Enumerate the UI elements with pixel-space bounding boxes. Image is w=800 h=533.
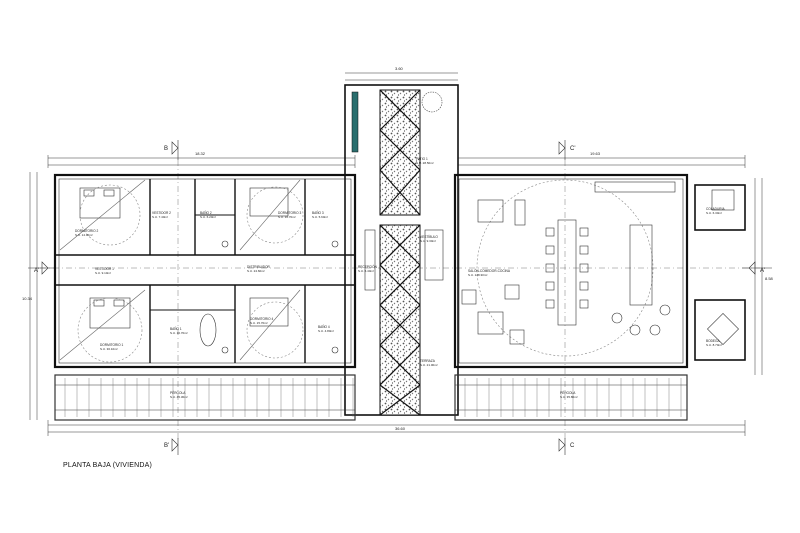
bottom-dimension-lines: [47, 420, 746, 436]
room-name-vestidor-1: VESTIDOR 1: [95, 267, 114, 271]
room-name-pergola-1: PÉRGOLA: [170, 390, 186, 395]
room-name-bano-1: BAÑO 1: [170, 326, 182, 331]
room-name-patio: PATIO 1: [416, 157, 428, 161]
room-name-dormitorio-2: DORMITORIO 2: [75, 229, 99, 233]
right-wing-walls: [453, 173, 746, 369]
section-marker-c-bottom: [558, 438, 566, 455]
room-name-bano-3: BAÑO 3: [312, 210, 324, 215]
room-area-vestidor-1: S.U. 9.10m²: [95, 271, 111, 275]
section-marker-b-top: [171, 140, 179, 160]
room-labels: DORMITORIO 2S.U. 14.00m² VESTIDOR 2S.U. 7…: [75, 157, 725, 399]
room-name-dormitorio-4: DORMITORIO 4: [250, 317, 274, 321]
drawing-title: PLANTA BAJA (VIVIENDA): [63, 462, 153, 469]
side-dimension-lines: [29, 172, 763, 420]
room-area-bano-3: S.U. 5.60m²: [312, 215, 328, 219]
left-total-dimension: 10.34: [22, 296, 33, 301]
room-area-coladuria: S.U. 6.30m²: [706, 211, 722, 215]
room-name-dormitorio-1: DORMITORIO 1: [100, 343, 124, 347]
room-area-dormitorio-4: S.U. 15.70m²: [250, 321, 268, 325]
section-label-c-top: C': [570, 146, 575, 152]
room-area-recepcion: S.U. 6.40m²: [358, 269, 374, 273]
section-label-b-bottom: B': [164, 443, 169, 449]
pergola-right: [454, 374, 688, 421]
room-area-vestibulo: S.U. 9.30m²: [420, 239, 436, 243]
top-dimension-lines: [47, 72, 746, 168]
room-area-pergola-2: S.U. 35.80m²: [560, 395, 578, 399]
top-right-dimension: 19.63: [590, 151, 601, 156]
room-area-pergola-1: S.U. 45.30m²: [170, 395, 188, 399]
section-marker-c-top: [558, 140, 566, 160]
room-area-bano-1: S.U. 10.70m²: [170, 331, 188, 335]
central-gallery: [344, 84, 459, 416]
room-name-recepcion: RECEPCIÓN: [358, 264, 378, 269]
room-area-dormitorio-1: S.U. 30.10m²: [100, 347, 118, 351]
room-name-terraza: TERRAZA: [420, 359, 436, 363]
room-area-salon: S.U. 128.30m²: [468, 273, 487, 277]
room-name-distribuidor: DISTRIBUIDOR: [247, 265, 271, 269]
room-name-bodega: BODEGA: [706, 339, 721, 343]
left-wing-furniture: [59, 179, 339, 363]
room-area-distribuidor: S.U. 24.60m²: [247, 269, 265, 273]
room-name-bano-4: BAÑO 4: [318, 324, 330, 329]
section-label-a-right: A': [760, 268, 765, 274]
room-area-bano-4: S.U. 4.80m²: [318, 329, 334, 333]
section-label-a-left: A': [34, 268, 39, 274]
room-name-pergola-2: PÉRGOLA: [560, 390, 576, 395]
pergola-slats: [64, 378, 682, 417]
room-area-patio: S.U. 28.50m²: [416, 161, 434, 165]
room-name-bano-2: BAÑO 2: [200, 210, 212, 215]
top-total-dimension: 18.32: [195, 151, 206, 156]
room-area-vestidor-2: S.U. 7.40m²: [152, 215, 168, 219]
room-area-bodega: S.U. 8.70m²: [706, 343, 722, 347]
room-name-vestibulo: VESTÍBULO: [420, 235, 438, 239]
right-wing-furniture: [460, 174, 739, 357]
room-area-terraza: S.U. 21.00m²: [420, 363, 438, 367]
room-name-coladuria: COLADURIA: [706, 207, 725, 211]
room-area-bano-2: S.U. 6.20m²: [200, 215, 216, 219]
room-name-dormitorio-3: DORMITORIO 3: [278, 211, 302, 215]
section-label-b-top: B: [164, 146, 168, 152]
right-total-dimension: 8.58: [765, 276, 774, 281]
room-area-dormitorio-3: S.U. 16.70m²: [278, 215, 296, 219]
room-name-salon: SALÓN-COMEDOR-COCINA: [468, 268, 511, 273]
left-wing-walls: [53, 173, 357, 369]
section-marker-b-bottom: [171, 438, 179, 455]
section-label-c-bottom: C: [570, 443, 575, 449]
room-name-vestidor-2: VESTIDOR 2: [152, 211, 171, 215]
top-bridge-dimension: 3.60: [395, 66, 404, 71]
pergola-left: [54, 374, 356, 421]
bottom-total-dimension: 36.60: [395, 426, 406, 431]
room-area-dormitorio-2: S.U. 14.00m²: [75, 233, 93, 237]
